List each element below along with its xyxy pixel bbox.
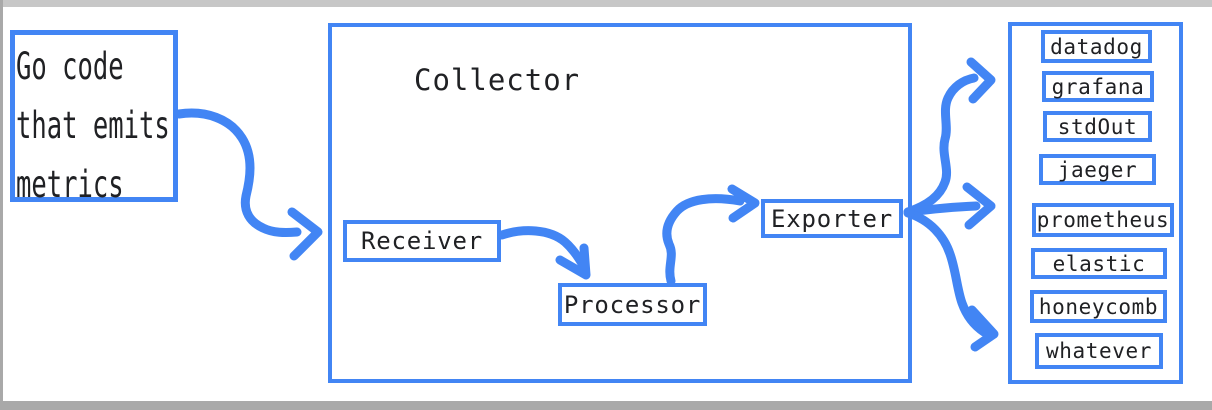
destination-box-grafana: grafana [1042,71,1154,102]
destination-label: jaeger [1057,157,1138,182]
destination-label: whatever [1046,339,1152,363]
arrowhead [962,182,996,230]
exporter-box: Exporter [761,199,903,238]
destination-box-elastic: elastic [1031,248,1167,279]
arrowhead [287,207,323,261]
arrowhead [967,305,999,352]
destination-label: grafana [1051,74,1145,99]
destination-box-prometheus: prometheus [1032,203,1174,237]
destination-label: prometheus [1036,208,1170,232]
destination-label: datadog [1050,34,1143,59]
receiver-box: Receiver [343,220,501,262]
arrow-source-to-collector [174,108,323,261]
source-text-line-1: Go code [16,45,124,88]
destination-box-datadog: datadog [1041,30,1152,63]
destination-box-whatever: whatever [1035,333,1163,369]
destination-label: stdOut [1057,114,1138,139]
source-text-line-3: metrics [16,163,124,206]
source-box: Go code that emits metrics [10,30,178,206]
receiver-label: Receiver [361,227,483,255]
arrowhead [966,57,996,104]
destination-label: elastic [1052,251,1146,276]
arrow-exporter-fanout-bottom [903,208,999,352]
source-text-line-2: that emits [16,104,170,147]
processor-box: Processor [558,283,707,326]
collector-title: Collector [414,63,581,97]
destination-box-stdout: stdOut [1043,111,1152,142]
window-edge-left [0,0,3,410]
destination-box-honeycomb: honeycomb [1030,290,1167,323]
arrow-exporter-fanout-top [903,57,996,217]
processor-label: Processor [563,290,702,319]
arrow-exporter-fanout-middle [903,182,996,230]
exporter-label: Exporter [771,204,893,233]
window-edge-top [0,0,1212,7]
destination-box-jaeger: jaeger [1039,154,1156,185]
window-edge-bottom [0,401,1212,410]
destination-label: honeycomb [1038,294,1159,319]
